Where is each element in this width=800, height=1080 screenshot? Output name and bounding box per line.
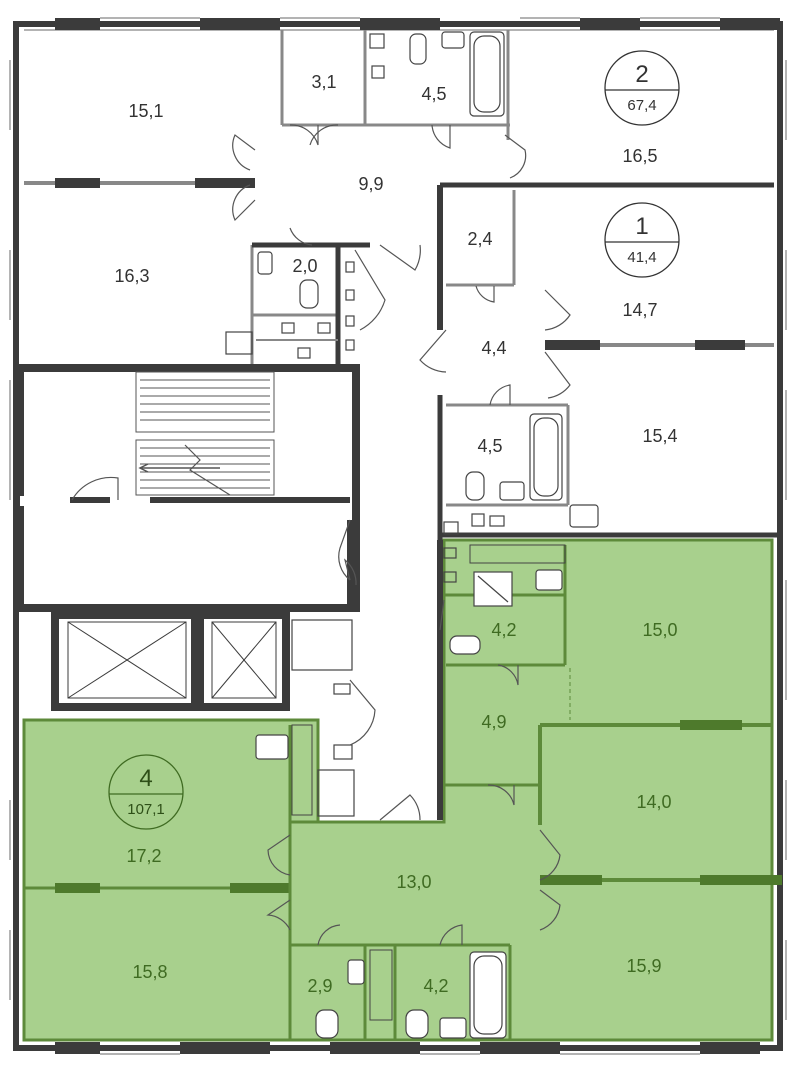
room-area-label: 15,9 <box>626 956 661 976</box>
sink-icon <box>257 251 273 275</box>
toilet-icon <box>409 33 427 65</box>
sink-icon <box>255 734 289 760</box>
room-area-label: 3,1 <box>311 72 336 92</box>
room-area-label: 2,9 <box>307 976 332 996</box>
room-labels: 15,1 3,1 4,5 16,5 9,9 16,3 2,0 2,4 14,7 … <box>114 72 677 996</box>
sink-icon <box>439 1017 467 1039</box>
badge-area: 41,4 <box>627 249 656 266</box>
toilet-icon <box>449 635 481 655</box>
toilet-icon <box>315 1009 339 1039</box>
room-area-label: 4,9 <box>481 712 506 732</box>
sink-icon <box>535 569 563 591</box>
room-area-label: 15,1 <box>128 101 163 121</box>
badge-number: 2 <box>635 61 648 88</box>
badge-area: 107,1 <box>127 801 165 818</box>
room-area-label: 2,0 <box>292 256 317 276</box>
sink-icon <box>441 31 465 49</box>
stair-steps <box>135 371 275 496</box>
badge-circle <box>604 50 680 126</box>
room-area-label: 4,5 <box>421 84 446 104</box>
interior-walls <box>24 30 780 540</box>
room-area-label: 17,2 <box>126 846 161 866</box>
wall-piers <box>55 18 780 1054</box>
door-swings <box>71 124 571 946</box>
toilet-icon <box>299 279 319 309</box>
sink-icon <box>499 481 525 501</box>
fixtures <box>225 31 599 1039</box>
badge-number: 4 <box>139 765 152 792</box>
elevator-2 <box>196 611 290 711</box>
elevator-1 <box>51 611 199 711</box>
room-area-label: 4,4 <box>481 338 506 358</box>
room-area-label: 15,0 <box>642 620 677 640</box>
toilet-icon <box>405 1009 429 1039</box>
room-area-label: 14,0 <box>636 792 671 812</box>
room-area-label: 9,9 <box>358 174 383 194</box>
apartment-badge-4[interactable]: 4 107,1 <box>108 754 184 830</box>
room-area-label: 4,2 <box>491 620 516 640</box>
room-area-label: 16,3 <box>114 266 149 286</box>
apartment-badge-1[interactable]: 1 41,4 <box>604 202 680 278</box>
apartment-4-walls <box>24 545 782 1040</box>
room-area-label: 15,8 <box>132 962 167 982</box>
toilet-icon <box>465 471 485 501</box>
room-area-label: 4,5 <box>477 436 502 456</box>
badge-circle <box>604 202 680 278</box>
stairwell-outline <box>16 364 360 612</box>
sink-icon <box>347 959 365 985</box>
sink-icon <box>569 504 599 528</box>
room-area-label: 4,2 <box>423 976 448 996</box>
room-area-label: 15,4 <box>642 426 677 446</box>
room-area-label: 16,5 <box>622 146 657 166</box>
room-area-label: 14,7 <box>622 300 657 320</box>
badge-number: 1 <box>635 213 648 240</box>
apartment-badge-2[interactable]: 2 67,4 <box>604 50 680 126</box>
windows <box>9 17 787 1055</box>
badge-area: 67,4 <box>627 97 656 114</box>
room-area-label: 13,0 <box>396 872 431 892</box>
room-area-label: 2,4 <box>467 229 492 249</box>
badge-circle <box>108 754 184 830</box>
